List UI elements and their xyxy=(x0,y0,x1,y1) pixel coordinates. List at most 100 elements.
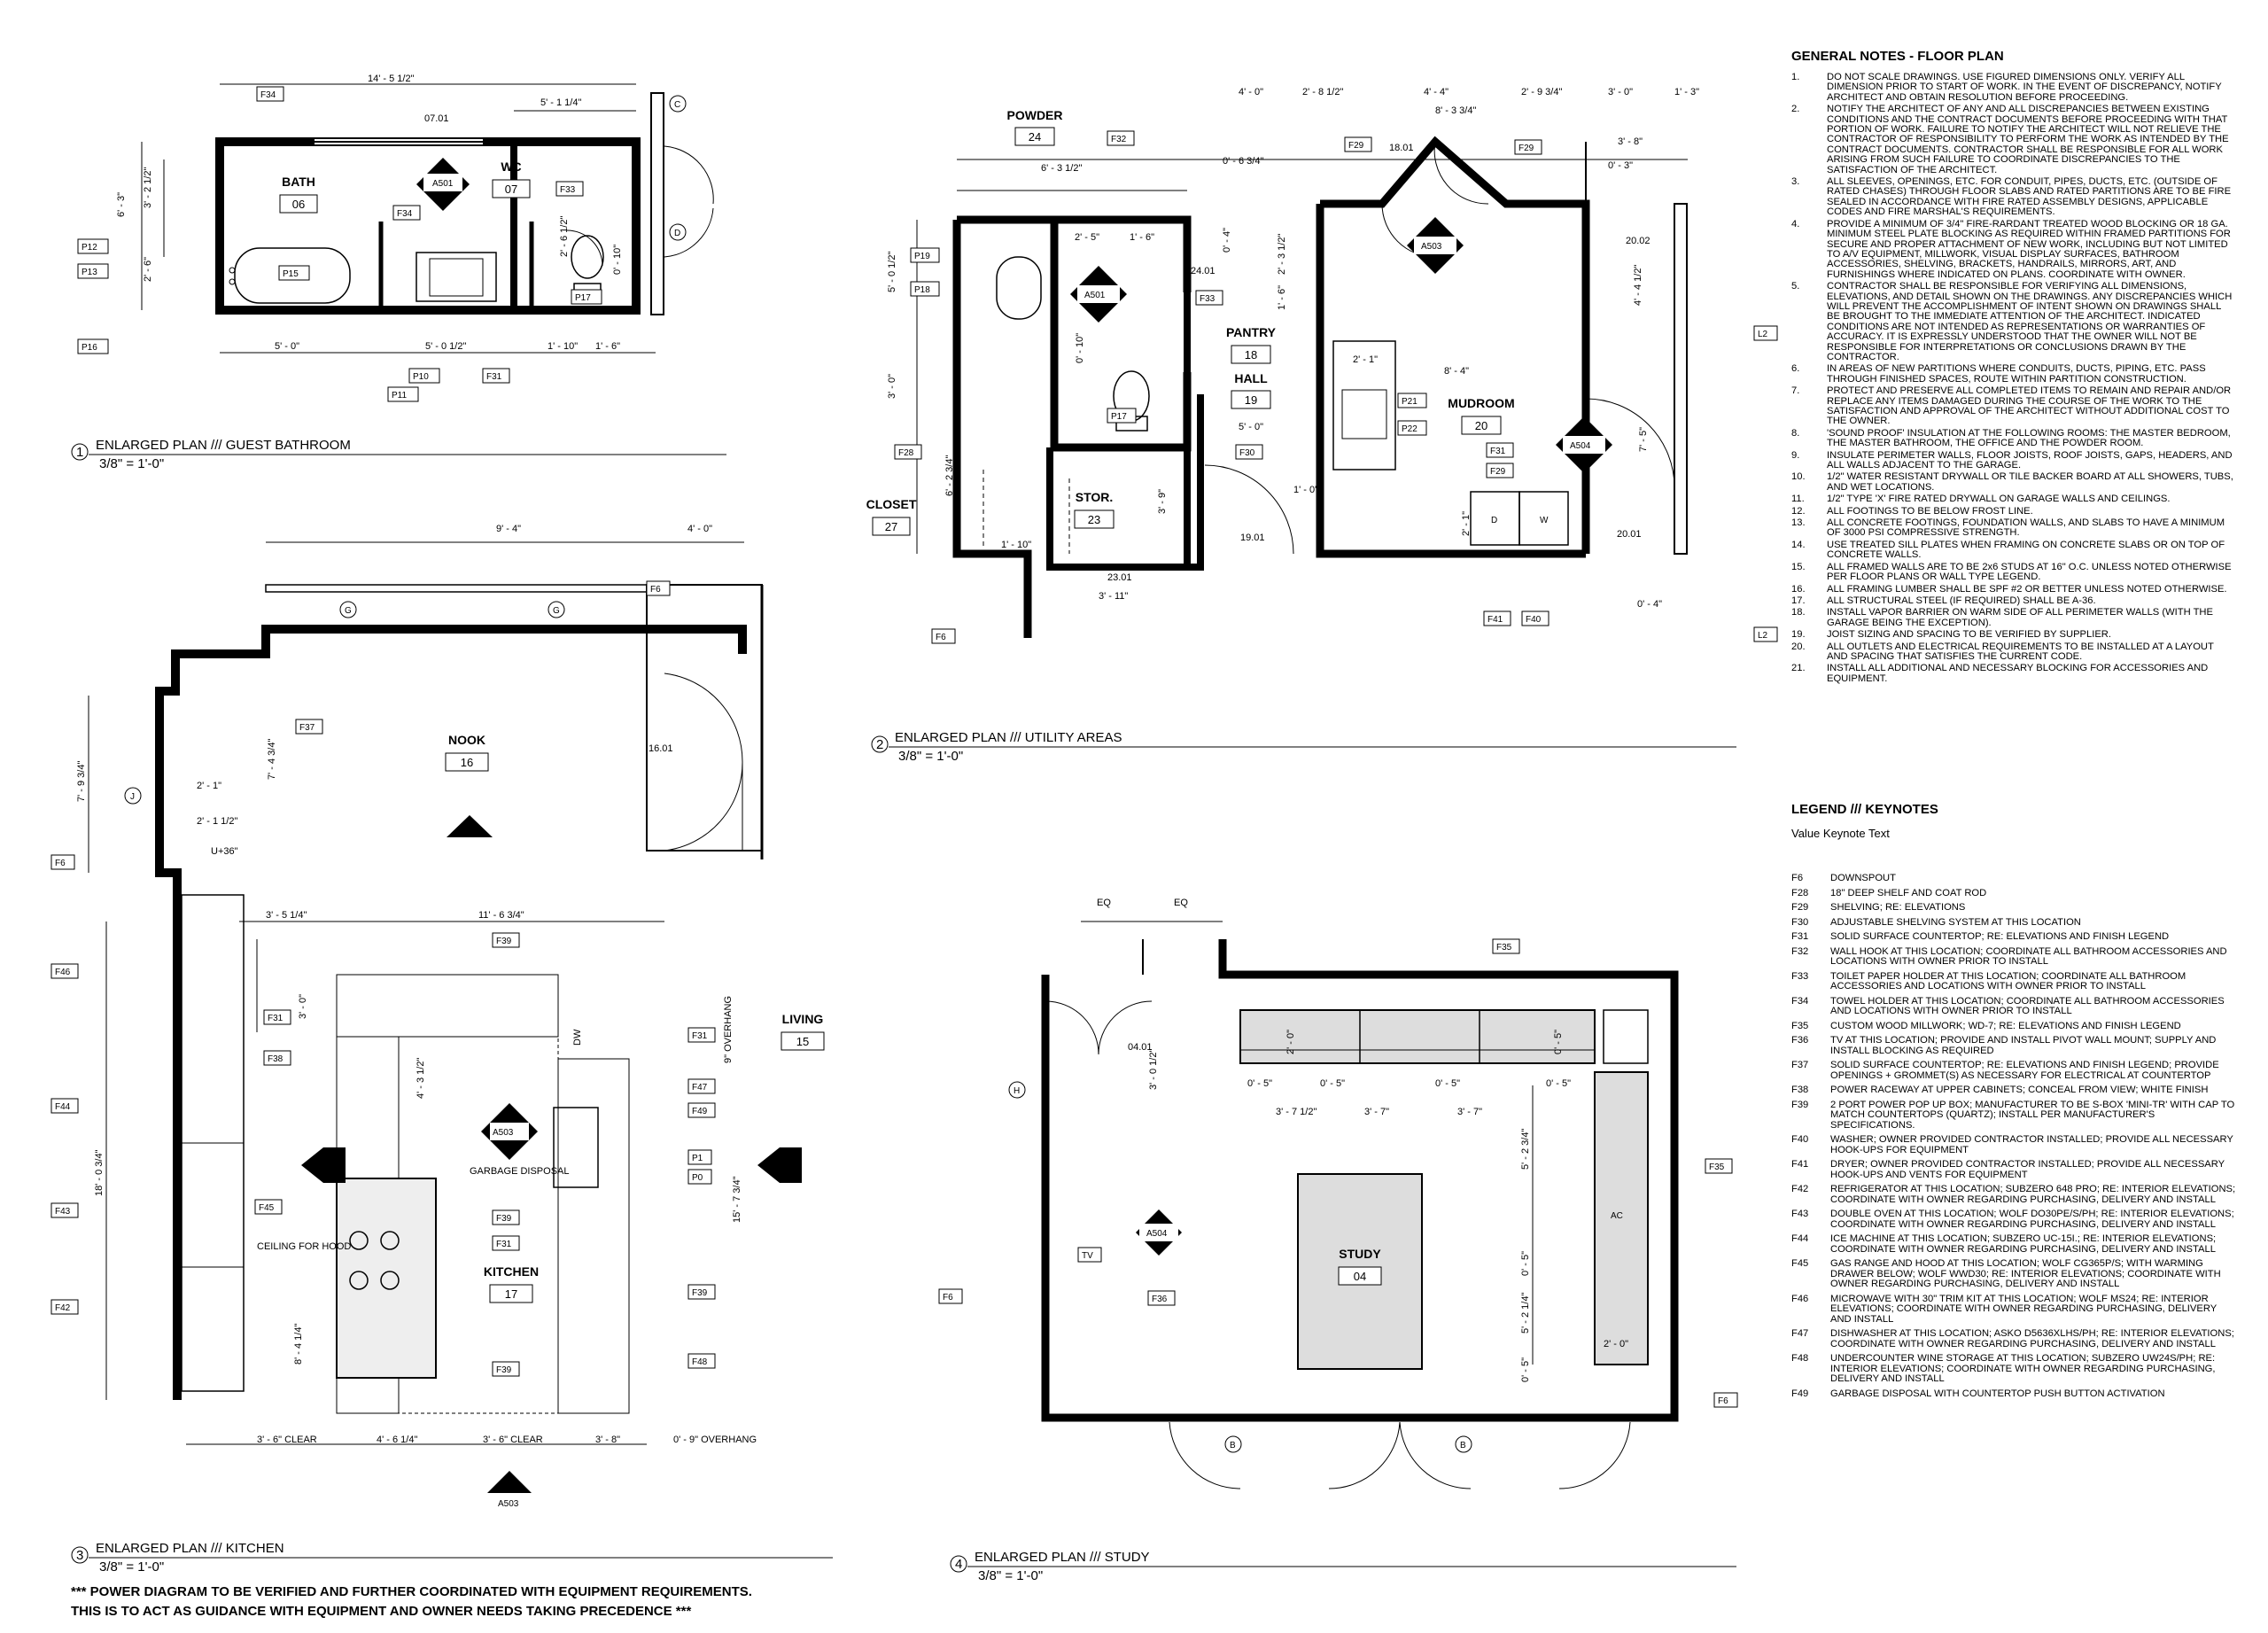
svg-text:6' - 3 1/2": 6' - 3 1/2" xyxy=(1041,163,1082,174)
svg-text:3' - 0": 3' - 0" xyxy=(887,374,897,399)
svg-text:3' - 6" CLEAR: 3' - 6" CLEAR xyxy=(257,1435,317,1445)
svg-text:4' - 4 1/2": 4' - 4 1/2" xyxy=(1633,265,1643,306)
svg-text:F35: F35 xyxy=(1496,943,1512,953)
keynote-text: TOILET PAPER HOLDER AT THIS LOCATION; CO… xyxy=(1830,970,2186,991)
svg-text:BATH: BATH xyxy=(282,175,315,189)
svg-text:5' - 0 1/2": 5' - 0 1/2" xyxy=(887,252,897,292)
washer-label: W xyxy=(1540,516,1549,525)
svg-text:F6: F6 xyxy=(936,633,946,642)
keynote-text: DOWNSPOUT xyxy=(1830,873,1896,883)
svg-text:F39: F39 xyxy=(496,937,512,946)
general-note-text: NOTIFY THE ARCHITECT OF ANY AND ALL DISC… xyxy=(1827,104,2229,175)
svg-text:LIVING: LIVING xyxy=(782,1012,824,1026)
svg-text:A504: A504 xyxy=(1146,1229,1168,1239)
svg-text:1' - 10": 1' - 10" xyxy=(1001,540,1031,550)
svg-text:4' - 0": 4' - 0" xyxy=(1239,87,1263,97)
study-plan-labels: EQ EQ 3' - 0 1/2" 2' - 0" 0' - 5" 3' - 7… xyxy=(938,898,1738,1450)
svg-text:P13: P13 xyxy=(82,268,97,277)
panel-scale-kitchen: 3/8" = 1'-0" xyxy=(99,1559,165,1575)
svg-text:A504: A504 xyxy=(1570,441,1591,451)
svg-text:9" OVERHANG: 9" OVERHANG xyxy=(723,996,734,1063)
footnote-line-2: THIS IS TO ACT AS GUIDANCE WITH EQUIPMEN… xyxy=(71,1604,692,1619)
svg-text:1' - 10": 1' - 10" xyxy=(548,341,578,352)
general-note-number: 14. xyxy=(1791,539,1806,550)
svg-text:3' - 5 1/4": 3' - 5 1/4" xyxy=(266,910,307,921)
keynote-text: 18" DEEP SHELF AND COAT ROD xyxy=(1830,887,1987,898)
svg-text:P16: P16 xyxy=(82,343,97,353)
svg-text:0' - 4": 0' - 4" xyxy=(1637,599,1662,610)
svg-text:H: H xyxy=(1014,1086,1020,1096)
svg-text:P22: P22 xyxy=(1402,424,1418,434)
svg-text:F35: F35 xyxy=(1709,1163,1725,1172)
svg-text:4' - 4": 4' - 4" xyxy=(1424,87,1449,97)
keynote-code: F34 xyxy=(1791,995,1809,1007)
svg-text:F32: F32 xyxy=(1111,135,1127,144)
svg-text:0' - 6 3/4": 0' - 6 3/4" xyxy=(1223,156,1263,167)
panel-title-study: ENLARGED PLAN /// STUDY xyxy=(975,1550,1150,1565)
svg-text:3' - 9": 3' - 9" xyxy=(1157,489,1168,514)
general-note-number: 5. xyxy=(1791,281,1800,292)
svg-text:CEILING FOR HOOD: CEILING FOR HOOD xyxy=(257,1241,351,1252)
plan-study xyxy=(1008,921,1679,1489)
svg-text:D: D xyxy=(674,229,680,238)
svg-text:F39: F39 xyxy=(692,1288,708,1298)
svg-text:3' - 11": 3' - 11" xyxy=(1099,591,1128,602)
svg-text:0' - 3": 0' - 3" xyxy=(1608,160,1633,171)
general-note-item: 4.PROVIDE A MINIMUM OF 3/4" FIRE-RARDANT… xyxy=(1791,218,2234,280)
svg-text:F28: F28 xyxy=(898,448,914,458)
keynote-code: F31 xyxy=(1791,931,1809,942)
power-diagram-footnote: *** POWER DIAGRAM TO BE VERIFIED AND FUR… xyxy=(71,1582,752,1621)
keynote-text: REFRIGERATOR AT THIS LOCATION; SUBZERO 6… xyxy=(1830,1184,2236,1205)
general-note-number: 8. xyxy=(1791,427,1800,439)
svg-text:P19: P19 xyxy=(914,252,930,261)
svg-text:0' - 5": 0' - 5" xyxy=(1546,1078,1571,1089)
svg-text:5' - 0": 5' - 0" xyxy=(275,341,299,352)
room-closet: CLOSET 27 xyxy=(866,497,917,536)
keynote-code: F44 xyxy=(1791,1233,1809,1244)
general-note-text: INSTALL VAPOR BARRIER ON WARM SIDE OF AL… xyxy=(1827,607,2213,628)
kitchen-plan-labels: 9' - 4" 4' - 0" 7' - 9 3/4" 7' - 4 3/4" … xyxy=(50,524,801,1509)
svg-text:A503: A503 xyxy=(315,1162,337,1171)
general-note-item: 19.JOIST SIZING AND SPACING TO BE VERIFI… xyxy=(1791,629,2234,641)
keynote-code: F45 xyxy=(1791,1258,1809,1269)
svg-text:2' - 8 1/2": 2' - 8 1/2" xyxy=(1302,87,1343,97)
general-note-number: 12. xyxy=(1791,505,1806,517)
svg-text:F6: F6 xyxy=(650,585,661,595)
svg-text:2' - 3 1/2": 2' - 3 1/2" xyxy=(1277,234,1287,275)
room-wc: WC 07 xyxy=(492,159,531,198)
svg-text:5' - 2 1/4": 5' - 2 1/4" xyxy=(1520,1293,1531,1334)
general-note-item: 20.ALL OUTLETS AND ELECTRICAL REQUIREMEN… xyxy=(1791,642,2234,663)
svg-text:8' - 3 3/4": 8' - 3 3/4" xyxy=(1435,105,1476,116)
keynote-code: F43 xyxy=(1791,1209,1809,1219)
svg-text:P18: P18 xyxy=(914,285,930,295)
general-note-item: 21.INSTALL ALL ADDITIONAL AND NECESSARY … xyxy=(1791,663,2234,684)
general-note-text: PROVIDE A MINIMUM OF 3/4" FIRE-RARDANT T… xyxy=(1827,218,2231,280)
svg-text:15: 15 xyxy=(796,1035,809,1048)
general-note-text: ALL STRUCTURAL STEEL (IF REQUIRED) SHALL… xyxy=(1827,595,2096,606)
svg-text:04: 04 xyxy=(1354,1270,1366,1283)
keynote-text: UNDERCOUNTER WINE STORAGE AT THIS LOCATI… xyxy=(1830,1353,2216,1384)
general-note-text: JOIST SIZING AND SPACING TO BE VERIFIED … xyxy=(1827,629,2111,641)
general-note-text: 1/2" WATER RESISTANT DRYWALL OR TILE BAC… xyxy=(1827,471,2233,493)
svg-text:3' - 8": 3' - 8" xyxy=(1618,136,1643,147)
svg-text:3' - 0": 3' - 0" xyxy=(298,994,308,1019)
general-note-number: 2. xyxy=(1791,104,1800,115)
svg-text:F39: F39 xyxy=(496,1365,512,1375)
svg-text:19.01: 19.01 xyxy=(1240,533,1265,543)
keynote-code: F42 xyxy=(1791,1184,1809,1194)
keynote-code: F29 xyxy=(1791,902,1809,913)
svg-text:A503: A503 xyxy=(459,828,480,837)
plan-kitchen xyxy=(88,541,802,1493)
svg-text:16.01: 16.01 xyxy=(649,743,673,754)
svg-text:3' - 7": 3' - 7" xyxy=(1457,1107,1482,1117)
svg-text:07: 07 xyxy=(505,183,517,196)
general-note-item: 14.USE TREATED SILL PLATES WHEN FRAMING … xyxy=(1791,540,2234,561)
